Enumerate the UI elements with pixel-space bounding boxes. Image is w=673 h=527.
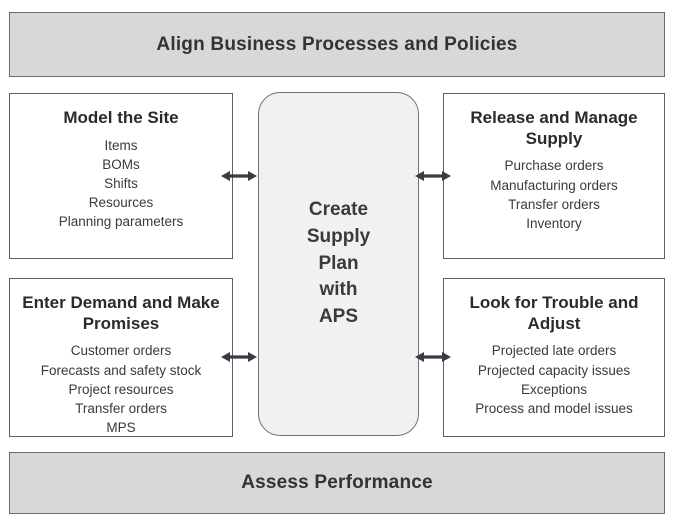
box-enter-demand-and-make-promises-title: Enter Demand and Make Promises — [22, 293, 220, 333]
list-item: Forecasts and safety stock — [40, 362, 202, 378]
box-create-supply-plan-with-aps-label: Create Supply Plan with APS — [306, 198, 371, 328]
list-item: Items — [104, 137, 138, 153]
box-release-and-manage-supply-title: Release and Manage Supply — [470, 108, 638, 148]
list-item: Shifts — [104, 176, 138, 192]
box-look-for-trouble-and-adjust-list: Projected late orders Projected capacity… — [475, 341, 633, 418]
list-item: Resources — [88, 195, 154, 211]
box-model-the-site: Model the Site Items BOMs Shifts Resourc… — [9, 93, 233, 259]
box-enter-demand-and-make-promises: Enter Demand and Make Promises Customer … — [9, 278, 233, 437]
banner-assess-performance: Assess Performance — [9, 452, 665, 514]
list-item: Customer orders — [70, 343, 172, 359]
list-item: Projected late orders — [491, 343, 617, 359]
banner-top-label: Align Business Processes and Policies — [156, 33, 518, 55]
list-item: MPS — [106, 420, 136, 436]
box-look-for-trouble-and-adjust: Look for Trouble and Adjust Projected la… — [443, 278, 665, 437]
double-arrow-icon-bottom-left — [221, 352, 257, 362]
box-look-for-trouble-and-adjust-title: Look for Trouble and Adjust — [469, 293, 639, 333]
list-item: Purchase orders — [504, 158, 604, 174]
double-arrow-icon-bottom-right — [415, 352, 451, 362]
list-item: Transfer orders — [508, 196, 600, 212]
list-item: Exceptions — [520, 381, 588, 397]
list-item: Project resources — [68, 381, 174, 397]
double-arrow-icon-top-right — [415, 171, 451, 181]
banner-bottom-label: Assess Performance — [241, 472, 433, 493]
list-item: BOMs — [102, 156, 140, 172]
box-model-the-site-list: Items BOMs Shifts Resources Planning par… — [59, 136, 184, 232]
list-item: Planning parameters — [58, 214, 184, 230]
list-item: Inventory — [526, 215, 582, 231]
box-release-and-manage-supply-list: Purchase orders Manufacturing orders Tra… — [490, 156, 618, 233]
list-item: Process and model issues — [475, 400, 633, 416]
box-model-the-site-title: Model the Site — [63, 108, 179, 127]
box-enter-demand-and-make-promises-list: Customer orders Forecasts and safety sto… — [41, 341, 202, 437]
box-release-and-manage-supply: Release and Manage Supply Purchase order… — [443, 93, 665, 259]
list-item: Projected capacity issues — [477, 362, 631, 378]
banner-align-business-processes: Align Business Processes and Policies — [9, 12, 665, 77]
box-create-supply-plan-with-aps: Create Supply Plan with APS — [258, 92, 419, 436]
list-item: Transfer orders — [75, 400, 167, 416]
double-arrow-icon-top-left — [221, 171, 257, 181]
list-item: Manufacturing orders — [490, 177, 618, 193]
